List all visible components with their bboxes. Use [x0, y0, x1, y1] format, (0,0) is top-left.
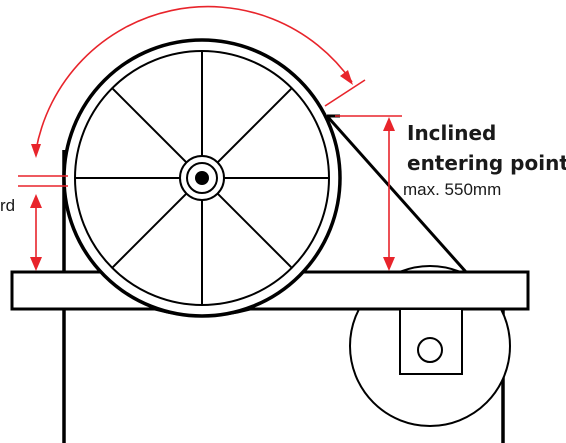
wrap-arc-arrow-start	[31, 144, 41, 158]
max-height-label: max. 550mm	[403, 180, 501, 199]
wrap-arc-arrow-end	[340, 70, 353, 85]
height-dim-arrow-bottom	[383, 257, 395, 271]
heading-line-1: Inclined	[407, 121, 496, 145]
left-cropped-label: rd	[0, 196, 15, 215]
left-dim-arrow-up	[30, 194, 42, 208]
wheel-axle	[195, 171, 209, 185]
left-dim-arrow-bottom	[30, 257, 42, 271]
arc-end-tick	[324, 79, 366, 107]
main-wheel	[62, 38, 342, 318]
wrap-angle-arc	[35, 5, 353, 151]
heading-line-2: entering point	[407, 151, 566, 175]
roller-axle	[417, 337, 443, 363]
height-dim-arrow-top	[383, 117, 395, 131]
roller-bracket	[399, 308, 463, 375]
dimension-lines	[18, 5, 402, 271]
